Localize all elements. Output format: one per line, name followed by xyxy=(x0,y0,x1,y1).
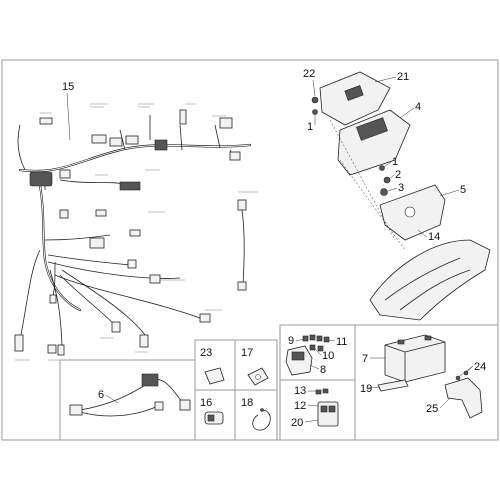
callout-22: 22 xyxy=(303,68,315,80)
part-25-strap xyxy=(444,370,483,419)
part-17 xyxy=(247,367,269,386)
panel-18 xyxy=(234,389,278,441)
panel-6 xyxy=(59,359,196,441)
callout-24: 24 xyxy=(474,361,486,373)
diagram-frame xyxy=(1,59,499,441)
callout-23: 23 xyxy=(200,347,212,359)
callout-20: 20 xyxy=(291,417,303,429)
callout-17: 17 xyxy=(241,347,253,359)
callout-13: 13 xyxy=(294,385,306,397)
callout-1-mid: 1 xyxy=(392,156,398,168)
callout-5: 5 xyxy=(460,184,466,196)
callout-12: 12 xyxy=(294,400,306,412)
callout-11: 11 xyxy=(336,336,347,348)
callout-2: 2 xyxy=(395,169,401,181)
callout-15: 15 xyxy=(62,81,74,93)
ecu-assembly xyxy=(311,71,491,321)
callout-18: 18 xyxy=(241,397,253,409)
callout-4: 4 xyxy=(415,101,421,113)
callout-8: 8 xyxy=(320,364,326,376)
callout-16: 16 xyxy=(200,397,212,409)
part-8-relay-holder xyxy=(285,334,330,376)
callout-9: 9 xyxy=(288,335,294,347)
callout-7: 7 xyxy=(362,353,368,365)
part-6-harness xyxy=(69,373,191,417)
callout-3: 3 xyxy=(398,182,404,194)
panel-12-13-20 xyxy=(279,379,356,441)
callout-10: 10 xyxy=(322,350,334,362)
part-23 xyxy=(204,367,225,385)
wiring-harness xyxy=(14,103,258,361)
callout-21: 21 xyxy=(397,71,409,83)
callout-14: 14 xyxy=(428,231,440,243)
part-18 xyxy=(252,408,271,431)
part-7-battery xyxy=(384,334,446,383)
part-16 xyxy=(204,411,224,425)
callout-1-top: 1 xyxy=(307,121,313,133)
part-20-relay xyxy=(315,388,339,427)
callout-19: 19 xyxy=(360,383,372,395)
callout-6: 6 xyxy=(98,389,104,401)
panel-battery xyxy=(354,324,499,441)
part-19-pad xyxy=(377,379,409,392)
callout-25: 25 xyxy=(426,403,438,415)
